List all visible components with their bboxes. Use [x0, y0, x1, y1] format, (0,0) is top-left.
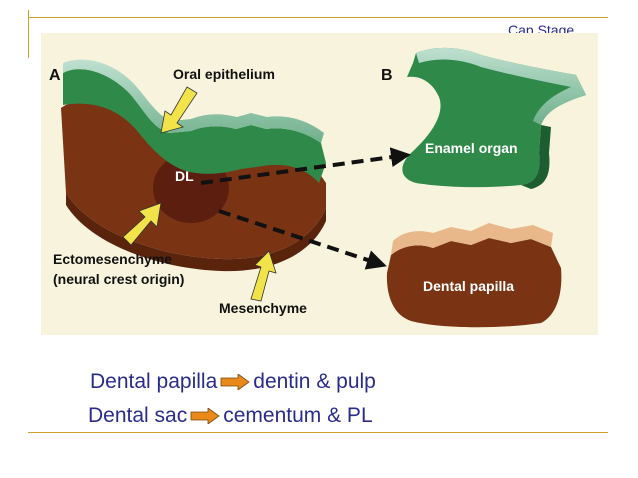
dental-papilla-shape: [386, 238, 562, 328]
statement-dental-sac: Dental sac cementum & PL: [88, 404, 373, 428]
enamel-organ-side: [521, 125, 551, 189]
oral-epithelium-band: [63, 69, 326, 183]
dental-papilla-top: [391, 223, 553, 255]
statement-left: Dental papilla: [90, 370, 218, 393]
label-dental-papilla: Dental papilla: [423, 278, 514, 294]
statement-right: cementum & PL: [223, 404, 373, 427]
statement-right: dentin & pulp: [253, 370, 376, 393]
panel-a-label: A: [49, 67, 61, 84]
enamel-organ-shape: [402, 47, 586, 188]
figure-svg: A B Oral epithelium DL Ectomesenchyme (n…: [41, 33, 598, 335]
orange-arrow-icon: [220, 374, 250, 390]
orange-arrow-icon: [190, 408, 220, 424]
label-ectomesenchyme: Ectomesenchyme: [53, 251, 172, 267]
oral-epithelium-top: [63, 59, 324, 143]
dashed-arrow-to-enamel-organ: [200, 147, 411, 185]
bottom-rule: [28, 432, 608, 433]
statement-left: Dental sac: [88, 404, 188, 427]
label-dl: DL: [175, 168, 194, 184]
label-enamel-organ: Enamel organ: [425, 140, 518, 156]
mesenchyme-side: [66, 193, 326, 272]
dashed-arrow-to-dental-papilla: [218, 209, 387, 270]
arrow-mesenchyme: [250, 250, 277, 302]
arrow-oral-epithelium: [160, 86, 198, 134]
label-mesenchyme: Mesenchyme: [219, 300, 307, 316]
panel-b-label: B: [381, 67, 393, 84]
left-rule: [28, 10, 29, 58]
statement-dental-papilla: Dental papilla dentin & pulp: [90, 370, 376, 394]
tooth-development-figure: A B Oral epithelium DL Ectomesenchyme (n…: [41, 33, 598, 335]
arrow-ectomesenchyme: [122, 202, 162, 246]
label-neural-crest-origin: (neural crest origin): [53, 271, 184, 287]
enamel-organ-top: [416, 47, 586, 125]
top-rule: [28, 17, 608, 18]
label-oral-epithelium: Oral epithelium: [173, 66, 275, 82]
